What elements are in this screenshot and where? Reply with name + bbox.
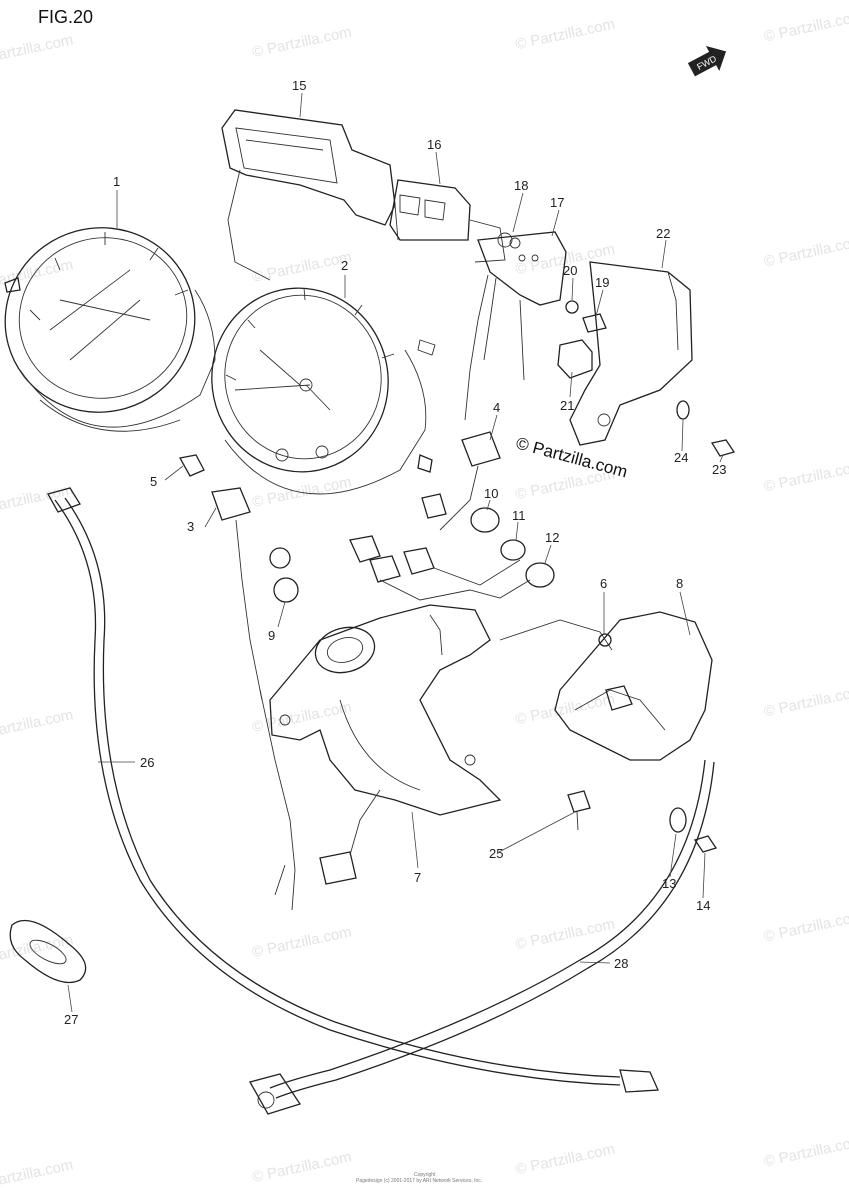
- watermark-text-17: © Partzilla.com: [251, 923, 353, 961]
- watermark-text-20: © Partzilla.com: [0, 1156, 75, 1194]
- callout-27: 27: [64, 1012, 78, 1027]
- watermark-text-12: © Partzilla.com: [0, 706, 75, 744]
- callout-28: 28: [614, 956, 628, 971]
- callout-24: 24: [674, 450, 688, 465]
- callout-7: 7: [414, 870, 421, 885]
- cable-grommet: [9, 919, 87, 984]
- callout-8: 8: [676, 576, 683, 591]
- callout-15: 15: [292, 78, 306, 93]
- callout-labels: 1 2 3 4 5 6 7 8 9 10 11 12 13 14 15 16 1…: [64, 78, 726, 1027]
- callout-23: 23: [712, 462, 726, 477]
- figure-title: FIG.20: [38, 7, 93, 27]
- callout-6: 6: [600, 576, 607, 591]
- bulb-sockets: [178, 431, 555, 701]
- fasteners-right: [557, 300, 736, 457]
- meter-cover-upper: [221, 109, 399, 281]
- watermark-text-5: © Partzilla.com: [251, 248, 353, 286]
- forward-arrow-icon: FWD: [687, 45, 727, 77]
- leader-lines: [67, 92, 724, 1013]
- meter-cables: [47, 487, 715, 1115]
- watermark-text-0: © Partzilla.com: [0, 31, 75, 69]
- callout-17: 17: [550, 195, 564, 210]
- wire-connector: [259, 689, 381, 911]
- callout-2: 2: [341, 258, 348, 273]
- watermark-text-19: © Partzilla.com: [762, 908, 849, 946]
- callout-1: 1: [113, 174, 120, 189]
- watermark-text-2: © Partzilla.com: [514, 16, 616, 54]
- callout-4: 4: [493, 400, 500, 415]
- watermark-text-15: © Partzilla.com: [762, 683, 849, 721]
- watermark-text-11: © Partzilla.com: [762, 458, 849, 496]
- watermark-text-1: © Partzilla.com: [251, 23, 353, 61]
- callout-3: 3: [187, 519, 194, 534]
- callout-11: 11: [512, 508, 526, 523]
- callout-12: 12: [545, 530, 559, 545]
- watermark-layer: © Partzilla.com © Partzilla.com © Partzill…: [0, 8, 849, 1194]
- indicator-light-unit: [464, 231, 567, 421]
- meter-case-bracket: [269, 604, 613, 816]
- callout-22: 22: [656, 226, 670, 241]
- callout-9: 9: [268, 628, 275, 643]
- watermark-text-23: © Partzilla.com: [762, 1133, 849, 1171]
- callout-13: 13: [662, 876, 676, 891]
- watermark-text-7: © Partzilla.com: [762, 233, 849, 271]
- callout-26: 26: [140, 755, 154, 770]
- callout-10: 10: [484, 486, 498, 501]
- callout-19: 19: [595, 275, 609, 290]
- meter-assembly-left: [4, 227, 216, 432]
- callout-16: 16: [427, 137, 441, 152]
- meter-bracket-right: [554, 611, 713, 761]
- meter-assembly-center: [211, 287, 436, 495]
- callout-18: 18: [514, 178, 528, 193]
- callout-5: 5: [150, 474, 157, 489]
- callout-20: 20: [563, 263, 577, 278]
- fasteners-lower: [567, 790, 718, 853]
- copyright-line-1: Copyright: [414, 1172, 436, 1178]
- watermark-text-3: © Partzilla.com: [762, 8, 849, 46]
- meter-cover-right: [569, 261, 693, 446]
- callout-21: 21: [560, 398, 574, 413]
- watermark-text-22: © Partzilla.com: [514, 1141, 616, 1179]
- callout-25: 25: [489, 846, 503, 861]
- watermark-text-21: © Partzilla.com: [251, 1148, 353, 1186]
- copyright-line-2: Pagedesign (c) 2001-2017 by ARI Network …: [356, 1178, 482, 1184]
- indicator-housing: [389, 179, 506, 263]
- callout-14: 14: [696, 898, 710, 913]
